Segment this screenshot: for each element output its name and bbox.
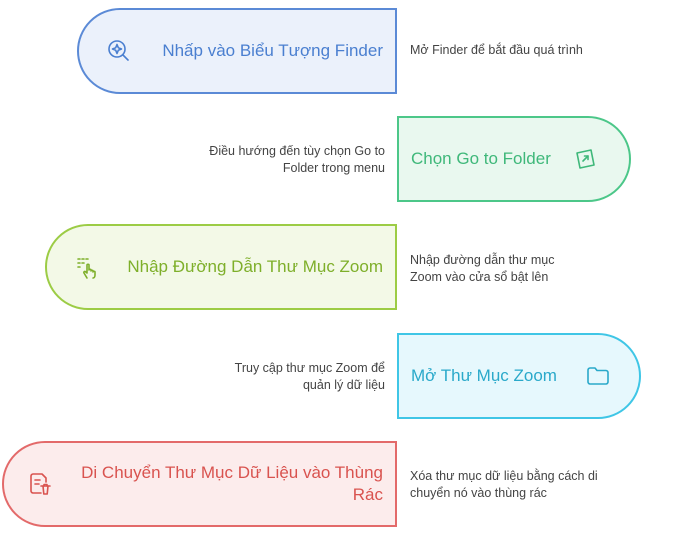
step-5-description: Xóa thư mục dữ liệu bằng cách di chuyển … xyxy=(410,469,598,500)
document-trash-icon xyxy=(25,469,55,499)
step-3-title: Nhập Đường Dẫn Thư Mục Zoom xyxy=(127,257,383,276)
step-2-description: Điều hướng đến tùy chọn Go to Folder tro… xyxy=(209,144,385,175)
step-4-description: Truy cập thư mục Zoom để quản lý dữ liệu xyxy=(234,361,385,392)
step-5-box: Di Chuyển Thư Mục Dữ Liệu vào Thùng Rác xyxy=(2,441,397,527)
step-1-title: Nhấp vào Biểu Tượng Finder xyxy=(162,41,383,60)
step-2-title: Chọn Go to Folder xyxy=(411,149,551,168)
step-3-box: Nhập Đường Dẫn Thư Mục Zoom xyxy=(45,224,397,310)
folder-icon xyxy=(583,361,613,391)
typing-hand-icon xyxy=(73,253,103,283)
step-4-box: Mở Thư Mục Zoom xyxy=(397,333,641,419)
finder-search-icon xyxy=(104,36,134,66)
step-3-description: Nhập đường dẫn thư mục Zoom vào cửa sổ b… xyxy=(410,253,555,284)
step-4-title: Mở Thư Mục Zoom xyxy=(411,366,557,385)
folder-arrow-icon xyxy=(570,144,600,174)
step-1-box: Nhấp vào Biểu Tượng Finder xyxy=(77,8,397,94)
step-1-description: Mở Finder để bắt đầu quá trình xyxy=(410,43,583,57)
step-5-title: Di Chuyển Thư Mục Dữ Liệu vào Thùng Rác xyxy=(81,463,383,504)
